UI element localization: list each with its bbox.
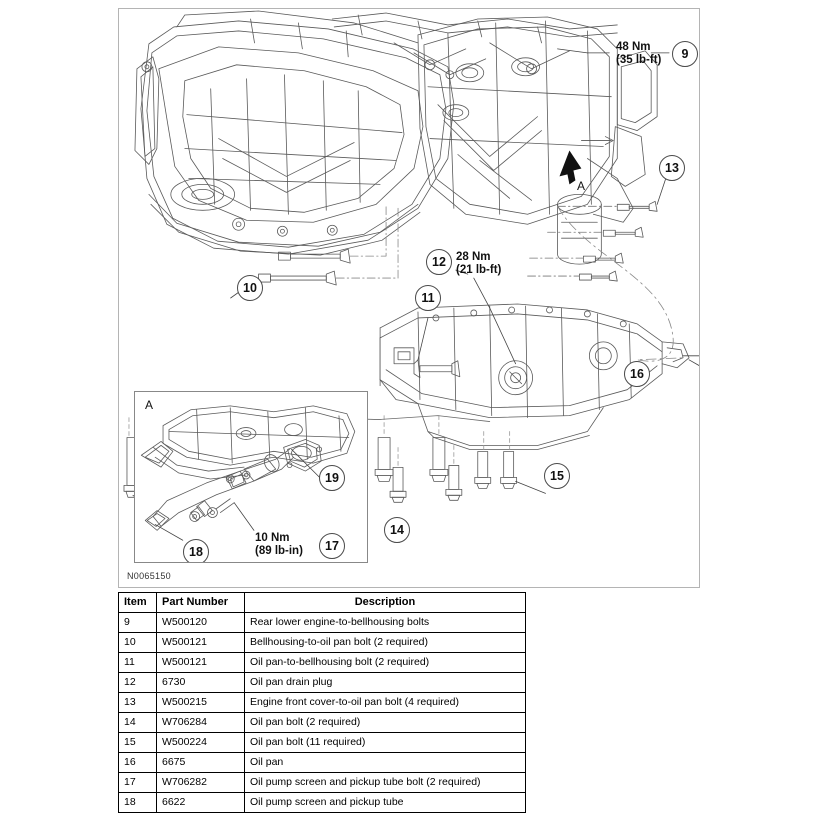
table-header-row: Item Part Number Description: [118, 592, 526, 613]
cell-item: 15: [118, 732, 157, 753]
view-direction-label: A: [577, 179, 586, 193]
torque-9-imperial: (35 lb-ft): [616, 54, 662, 66]
torque-17-metric: 10 Nm: [255, 532, 290, 544]
cell-description: Oil pan drain plug: [244, 672, 526, 693]
oil-pump-pickup-tube-detail: [140, 405, 356, 541]
cell-item: 14: [118, 712, 157, 733]
callout-16[interactable]: 16: [624, 361, 650, 387]
torque-9-metric: 48 Nm: [616, 41, 651, 53]
figure-id-label: N0065150: [127, 571, 171, 581]
bolt-11: [413, 317, 461, 379]
cell-description: Oil pan-to-bellhousing bolt (2 required): [244, 652, 526, 673]
table-row: 18 6622 Oil pump screen and pickup tube: [118, 792, 526, 813]
cell-description: Oil pan: [244, 752, 526, 773]
leader-9: [557, 48, 670, 54]
upper-linkage: [331, 12, 618, 80]
table-row: 10 W500121 Bellhousing-to-oil pan bolt (…: [118, 632, 526, 653]
inset-label-a: A: [145, 398, 154, 412]
table-row: 15 W500224 Oil pan bolt (11 required): [118, 732, 526, 753]
column-header-item: Item: [118, 592, 157, 613]
callout-11[interactable]: 11: [415, 285, 441, 311]
parts-table: Item Part Number Description 9 W500120 R…: [118, 592, 526, 813]
cell-item: 9: [118, 612, 157, 633]
cell-item: 16: [118, 752, 157, 773]
cell-description: Oil pump screen and pickup tube bolt (2 …: [244, 772, 526, 793]
cell-item: 11: [118, 652, 157, 673]
torque-12-imperial: (21 lb-ft): [456, 264, 502, 276]
cell-description: Oil pump screen and pickup tube: [244, 792, 526, 813]
cell-description: Oil pan bolt (11 required): [244, 732, 526, 753]
cell-item: 18: [118, 792, 157, 813]
cell-item: 10: [118, 632, 157, 653]
cell-description: Oil pan bolt (2 required): [244, 712, 526, 733]
callout-15[interactable]: 15: [544, 463, 570, 489]
torque-12-metric: 28 Nm: [456, 251, 491, 263]
callout-17[interactable]: 17: [319, 533, 345, 559]
table-body: 9 W500120 Rear lower engine-to-bellhousi…: [118, 612, 526, 813]
cell-description: Bellhousing-to-oil pan bolt (2 required): [244, 632, 526, 653]
leader-16: [682, 355, 699, 366]
cell-description: Rear lower engine-to-bellhousing bolts: [244, 612, 526, 633]
cell-description: Engine front cover-to-oil pan bolt (4 re…: [244, 692, 526, 713]
callout-12[interactable]: 12: [426, 249, 452, 275]
table-row: 11 W500121 Oil pan-to-bellhousing bolt (…: [118, 652, 526, 673]
callout-19[interactable]: 19: [319, 465, 345, 491]
callout-14[interactable]: 14: [384, 517, 410, 543]
table-row: 13 W500215 Engine front cover-to-oil pan…: [118, 692, 526, 713]
cell-part-number: 6675: [156, 752, 245, 773]
table-row: 17 W706282 Oil pump screen and pickup tu…: [118, 772, 526, 793]
torque-spec-12: 28 Nm (21 lb-ft): [456, 251, 501, 277]
cell-part-number: W706284: [156, 712, 245, 733]
column-header-description: Description: [244, 592, 526, 613]
table-row: 14 W706284 Oil pan bolt (2 required): [118, 712, 526, 733]
cell-part-number: W500215: [156, 692, 245, 713]
cell-part-number: 6730: [156, 672, 245, 693]
cell-part-number: W500121: [156, 652, 245, 673]
leader-12: [455, 269, 517, 365]
engine-block-rear: [417, 16, 658, 265]
cell-part-number: 6622: [156, 792, 245, 813]
table-row: 12 6730 Oil pan drain plug: [118, 672, 526, 693]
illustration-frame: 48 Nm (35 lb-ft) 28 Nm (21 lb-ft) 9 10 1…: [118, 8, 700, 588]
cell-item: 17: [118, 772, 157, 793]
view-direction-arrow: [559, 150, 582, 185]
cell-part-number: W706282: [156, 772, 245, 793]
cell-item: 13: [118, 692, 157, 713]
callout-18[interactable]: 18: [183, 539, 209, 562]
inset-detail-box-a: A 10 Nm (89 lb-in) 17 18 19: [134, 391, 368, 563]
torque-spec-9: 48 Nm (35 lb-ft): [616, 41, 661, 67]
column-header-part-number: Part Number: [156, 592, 245, 613]
cell-part-number: W500120: [156, 612, 245, 633]
callout-13[interactable]: 13: [659, 155, 685, 181]
callout-10[interactable]: 10: [237, 275, 263, 301]
cell-part-number: W500121: [156, 632, 245, 653]
cell-part-number: W500224: [156, 732, 245, 753]
table-row: 9 W500120 Rear lower engine-to-bellhousi…: [118, 612, 526, 633]
torque-spec-17: 10 Nm (89 lb-in): [255, 532, 303, 558]
view-arrow-pointer: [581, 136, 614, 145]
callout-9[interactable]: 9: [672, 41, 698, 67]
bellhousing-body: [134, 10, 455, 256]
torque-17-imperial: (89 lb-in): [255, 545, 303, 557]
cell-item: 12: [118, 672, 157, 693]
table-row: 16 6675 Oil pan: [118, 752, 526, 773]
